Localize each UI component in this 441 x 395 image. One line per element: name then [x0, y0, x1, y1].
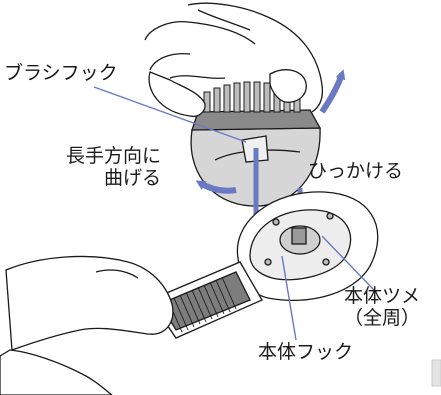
upper-hand	[144, 2, 324, 113]
long-direction-bend-label: 長手方向に 曲げる	[66, 145, 162, 190]
upper-hand-fingers	[148, 69, 307, 118]
long-direction-line1: 長手方向に	[66, 145, 162, 167]
body-hook-label: 本体フック	[258, 341, 354, 364]
curved-arrow-left-icon	[195, 180, 237, 194]
body-claw-line1: 本体ツメ	[344, 285, 421, 307]
brush-hook-label: ブラシフック	[4, 62, 118, 85]
brush-hook-text: ブラシフック	[4, 62, 118, 84]
body-claw-line2: （全周）	[344, 306, 421, 329]
long-direction-line2: 曲げる	[104, 166, 162, 189]
hook-on-label: ひっかける	[308, 160, 404, 183]
main-body	[236, 191, 379, 301]
body-hook-text: 本体フック	[258, 341, 354, 363]
edge-fragment	[431, 359, 441, 387]
lower-hand	[0, 255, 174, 395]
handle-grip	[149, 261, 263, 339]
curved-arrow-right-icon	[319, 69, 346, 114]
leader-lines	[93, 86, 375, 341]
hook-on-text: ひっかける	[308, 160, 404, 182]
body-claw-label: 本体ツメ （全周）	[344, 285, 421, 330]
